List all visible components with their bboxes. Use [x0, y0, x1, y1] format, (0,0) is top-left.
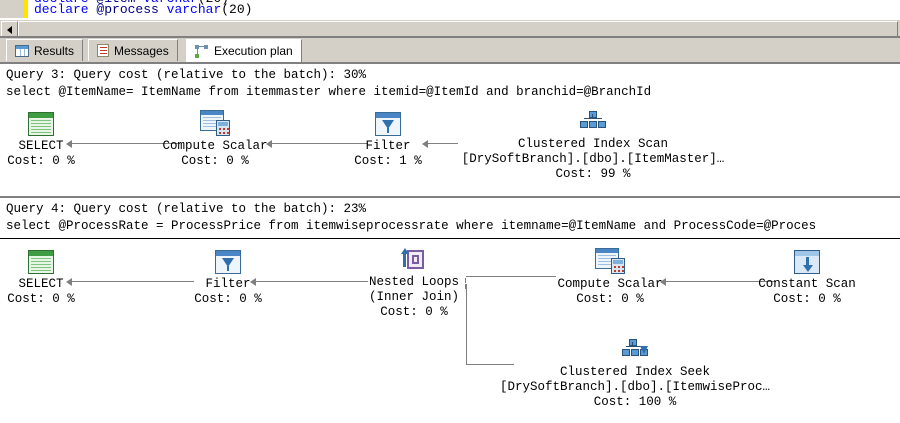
connector-filter-to-select-q4: [72, 281, 194, 282]
tab-results[interactable]: Results: [6, 39, 84, 61]
query-editor[interactable]: declare @item varchar(20) declare @proce…: [0, 0, 900, 18]
node-detail: [DrySoftBranch].[dbo].[ItemMaster]…: [461, 152, 725, 166]
connector-compute-to-loops: [466, 276, 556, 277]
query-4-sql: select @ProcessRate = ProcessPrice from …: [6, 219, 817, 233]
node-cost: Cost: 99 %: [555, 167, 631, 181]
editor-gutter: [0, 0, 24, 18]
node-title: Filter: [205, 277, 251, 291]
plan-node-nested-loops[interactable]: Nested Loops (Inner Join) Cost: 0 %: [364, 248, 464, 320]
tab-messages-label: Messages: [114, 43, 169, 58]
node-title: Clustered Index Scan: [517, 137, 669, 151]
node-cost: Cost: 0 %: [7, 292, 75, 306]
tab-messages[interactable]: Messages: [88, 39, 178, 61]
execution-plan-icon: [195, 44, 209, 58]
node-cost: Cost: 100 %: [593, 395, 677, 409]
plan-node-compute-scalar-q4[interactable]: Compute Scalar Cost: 0 %: [552, 248, 668, 307]
connector-seek-to-loops-horizontal: [466, 364, 514, 365]
message-icon: [97, 44, 109, 57]
plan-node-compute-scalar[interactable]: Compute Scalar Cost: 0 %: [155, 110, 275, 169]
arrowhead-to-compute-scalar-q4: [660, 278, 666, 286]
filter-icon: [375, 112, 401, 136]
node-cost: Cost: 0 %: [773, 292, 841, 306]
arrowhead-to-filter: [422, 140, 428, 148]
node-title: Compute Scalar: [162, 139, 268, 153]
plan-node-constant-scan[interactable]: Constant Scan Cost: 0 %: [752, 250, 862, 307]
result-pane-tabs: Results Messages Execution plan: [0, 38, 900, 62]
plan-divider-middle: [0, 196, 900, 198]
node-detail: [DrySoftBranch].[dbo].[ItemwiseProc…: [499, 380, 771, 394]
select-icon: [28, 250, 54, 274]
compute-scalar-icon: [595, 248, 625, 274]
plan-node-select[interactable]: SELECT Cost: 0 %: [6, 112, 76, 169]
filter-icon: [215, 250, 241, 274]
loops-branch-tick-bottom: [465, 284, 466, 289]
nested-loops-icon: [401, 248, 427, 272]
node-cost: Cost: 0 %: [194, 292, 262, 306]
connector-scan-to-select: [72, 143, 180, 144]
arrowhead-to-select: [66, 140, 72, 148]
connector-scan-to-filter: [428, 143, 458, 144]
loops-branch-tick-top: [465, 278, 466, 283]
node-cost: Cost: 0 %: [7, 154, 75, 168]
editor-change-bar: [24, 0, 28, 18]
arrowhead-to-select-q4: [66, 278, 72, 286]
node-title: Constant Scan: [758, 277, 856, 291]
node-cost: Cost: 0 %: [181, 154, 249, 168]
query-4-header: Query 4: Query cost (relative to the bat…: [6, 202, 367, 216]
editor-line-visible: declare @process varchar(20): [34, 2, 253, 17]
clustered-index-seek-icon: [622, 338, 648, 362]
query-3-header: Query 3: Query cost (relative to the bat…: [6, 68, 367, 82]
constant-scan-icon: [794, 250, 820, 274]
editor-line-clipped: declare @item varchar(20): [34, 0, 229, 6]
editor-divider: [0, 36, 900, 38]
node-title: Clustered Index Seek: [559, 365, 711, 379]
node-title: Filter: [365, 139, 411, 153]
plan-divider-query4: [0, 238, 900, 239]
arrowhead-to-compute-scalar: [266, 140, 272, 148]
tab-execution-plan[interactable]: Execution plan: [186, 39, 302, 62]
tab-results-label: Results: [34, 43, 75, 58]
connector-seek-to-loops-vertical: [466, 284, 467, 364]
node-title: SELECT: [18, 277, 64, 291]
plan-node-filter[interactable]: Filter Cost: 1 %: [348, 112, 428, 169]
query-3-sql: select @ItemName= ItemName from itemmast…: [6, 85, 652, 99]
plan-node-filter-q4[interactable]: Filter Cost: 0 %: [188, 250, 268, 307]
node-cost: Cost: 0 %: [380, 305, 448, 319]
node-cost: Cost: 1 %: [354, 154, 422, 168]
plan-node-select-q4[interactable]: SELECT Cost: 0 %: [6, 250, 76, 307]
grid-icon: [15, 44, 29, 57]
select-icon: [28, 112, 54, 136]
node-title: SELECT: [18, 139, 64, 153]
node-title: Nested Loops: [368, 275, 459, 289]
plan-divider-top: [0, 62, 900, 64]
editor-horizontal-scrollbar[interactable]: [0, 19, 900, 38]
plan-node-clustered-index-seek[interactable]: Clustered Index Seek [DrySoftBranch].[db…: [490, 338, 780, 410]
node-subtitle: (Inner Join): [368, 290, 459, 304]
arrowhead-to-filter-q4: [250, 278, 256, 286]
node-cost: Cost: 0 %: [576, 292, 644, 306]
connector-filter-to-compute: [272, 143, 368, 144]
compute-scalar-icon: [200, 110, 230, 136]
node-title: Compute Scalar: [557, 277, 663, 291]
tab-execution-plan-label: Execution plan: [214, 44, 293, 58]
plan-node-clustered-index-scan[interactable]: Clustered Index Scan [DrySoftBranch].[db…: [452, 110, 734, 182]
clustered-index-scan-icon: [580, 110, 606, 134]
execution-plan-canvas[interactable]: Query 3: Query cost (relative to the bat…: [0, 62, 900, 423]
connector-loops-to-filter-q4: [256, 281, 368, 282]
chevron-left-icon: [7, 25, 12, 34]
connector-constant-to-compute: [666, 281, 776, 282]
